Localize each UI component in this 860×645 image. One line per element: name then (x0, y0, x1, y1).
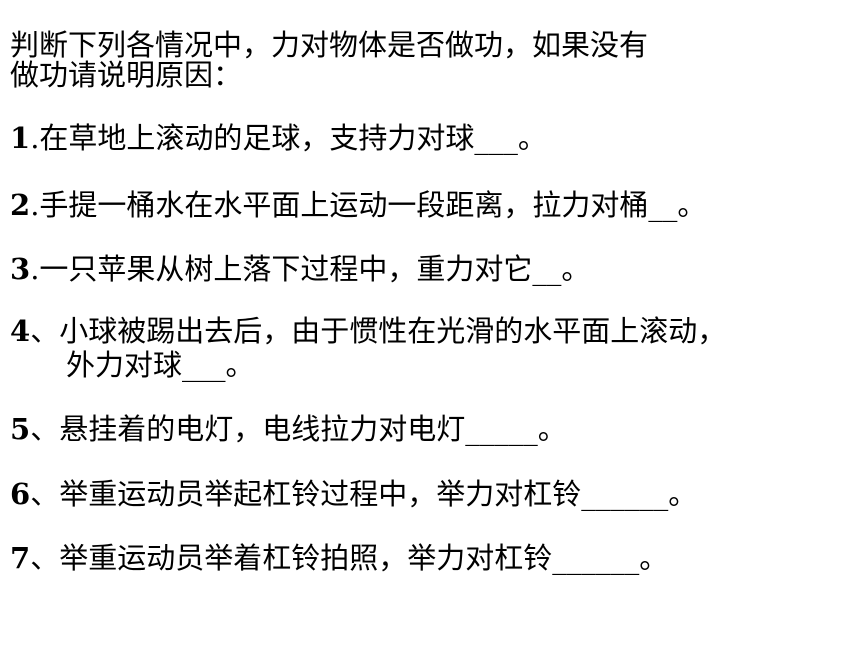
instruction-line-1: 判断下列各情况中，力对物体是否做功，如果没有 (10, 28, 649, 62)
instruction-line-2: 做功请说明原因： (10, 58, 243, 92)
question-1: 1.在草地上滚动的足球，支持力对球___。 (10, 120, 855, 156)
question-4: 4、小球被踢出去后，由于惯性在光滑的水平面上滚动， 外力对球___。 (10, 314, 855, 382)
question-text: 悬挂着的电灯，电线拉力对电灯_____。 (59, 412, 567, 446)
question-number: 1 (10, 121, 31, 155)
question-7: 7、举重运动员举着杠铃拍照，举力对杠铃______。 (10, 540, 855, 576)
question-number: 4 (10, 314, 31, 348)
question-text: 一只苹果从树上落下过程中，重力对它__。 (39, 252, 591, 286)
question-separator: . (30, 188, 40, 222)
question-separator: . (30, 121, 40, 155)
question-3: 3.一只苹果从树上落下过程中，重力对它__。 (10, 251, 855, 287)
question-text-continued: 外力对球___。 (66, 348, 255, 382)
question-text: 举重运动员举起杠铃过程中，举力对杠铃______。 (59, 477, 698, 511)
question-2: 2.手提一桶水在水平面上运动一段距离，拉力对桶__。 (10, 187, 855, 223)
question-text: 在草地上滚动的足球，支持力对球___。 (39, 121, 547, 155)
question-number: 6 (10, 477, 31, 511)
instruction-text: 判断下列各情况中，力对物体是否做功，如果没有 做功请说明原因： (10, 30, 830, 90)
question-text: 手提一桶水在水平面上运动一段距离，拉力对桶__。 (39, 188, 707, 222)
question-separator: 、 (30, 477, 60, 511)
question-number: 2 (10, 188, 31, 222)
question-text: 举重运动员举着杠铃拍照，举力对杠铃______。 (59, 541, 669, 575)
question-6: 6、举重运动员举起杠铃过程中，举力对杠铃______。 (10, 476, 855, 512)
question-number: 3 (10, 252, 31, 286)
question-number: 7 (10, 541, 31, 575)
question-separator: 、 (30, 541, 60, 575)
question-separator: 、 (30, 314, 60, 348)
question-separator: 、 (30, 412, 60, 446)
question-5: 5、悬挂着的电灯，电线拉力对电灯_____。 (10, 411, 855, 447)
question-number: 5 (10, 412, 31, 446)
question-text: 小球被踢出去后，由于惯性在光滑的水平面上滚动， (59, 314, 727, 348)
question-separator: . (30, 252, 40, 286)
